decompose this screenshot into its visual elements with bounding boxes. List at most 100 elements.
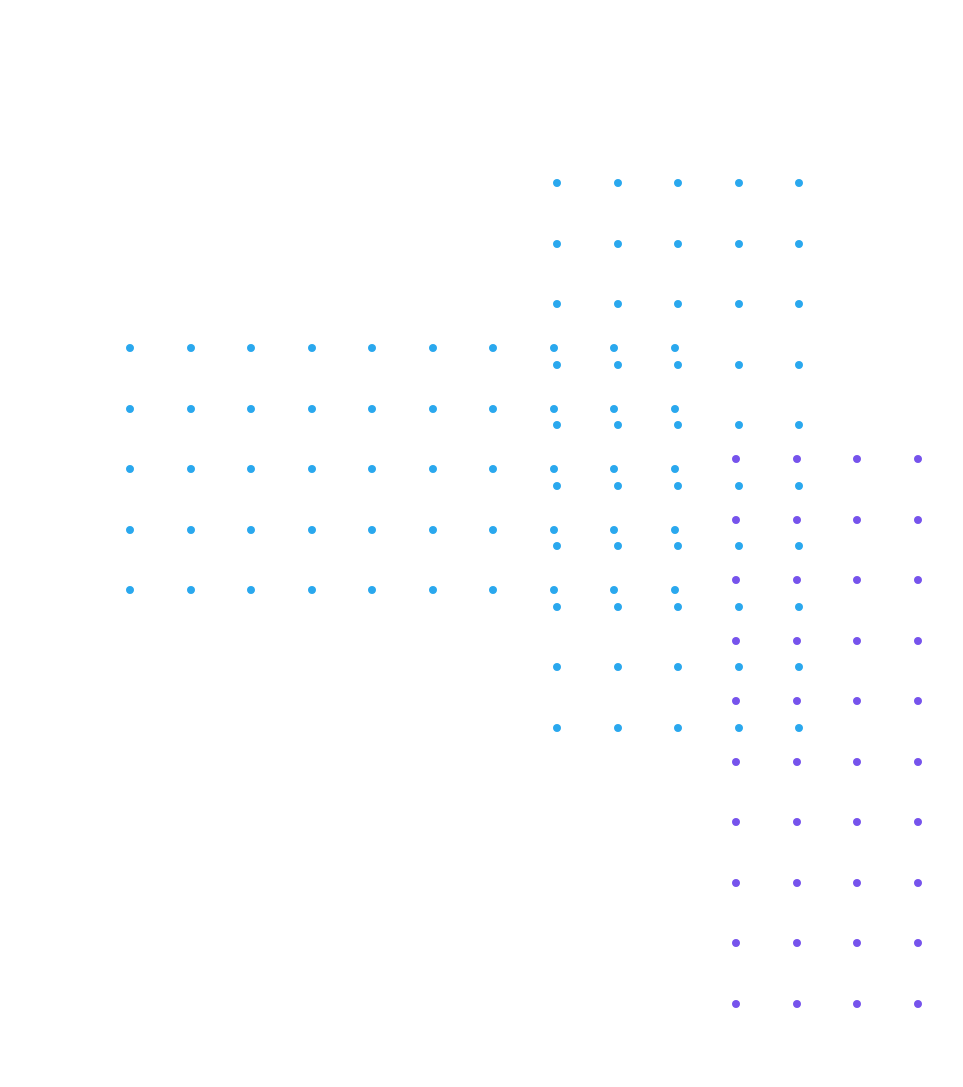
- blue-dot-grid-right-dot: [734, 663, 743, 671]
- blue-dot-grid-right-dot: [553, 239, 561, 248]
- blue-dot-grid-right-dot: [734, 481, 743, 490]
- blue-dot-grid-left-dot: [428, 404, 437, 413]
- purple-dot-grid-dot: [792, 999, 801, 1008]
- blue-dot-grid-right-dot: [674, 542, 682, 550]
- purple-dot-grid-dot: [732, 818, 740, 826]
- blue-dot-grid-left-dot: [428, 465, 437, 473]
- purple-dot-grid-dot: [732, 515, 740, 524]
- blue-dot-grid-left-dot: [247, 465, 255, 473]
- purple-dot-grid-dot: [792, 878, 801, 887]
- purple-dot-grid-dot: [732, 455, 740, 463]
- purple-dot-grid-dot: [732, 999, 740, 1008]
- blue-dot-grid-left-dot: [670, 344, 679, 352]
- blue-dot-grid-right-dot: [674, 481, 682, 490]
- blue-dot-grid-right-dot: [613, 723, 622, 732]
- purple-dot-grid-dot: [913, 515, 922, 524]
- blue-dot-grid-right-dot: [613, 421, 622, 429]
- blue-dot-grid-left-dot: [610, 465, 618, 473]
- blue-dot-grid-right-dot: [553, 360, 561, 369]
- purple-dot-grid-dot: [792, 636, 801, 645]
- blue-dot-grid-right-dot: [795, 300, 803, 308]
- blue-dot-grid-right-dot: [795, 421, 803, 429]
- purple-dot-grid-dot: [913, 878, 922, 887]
- blue-dot-grid-left-dot: [549, 586, 558, 594]
- blue-dot-grid-left-dot: [489, 344, 497, 352]
- purple-dot-grid-dot: [732, 939, 740, 947]
- purple-dot-grid-dot: [913, 576, 922, 584]
- blue-dot-grid-right-dot: [613, 542, 622, 550]
- blue-dot-grid-left-dot: [307, 465, 316, 473]
- blue-dot-grid-right-dot: [674, 602, 682, 611]
- purple-dot-grid-dot: [792, 697, 801, 705]
- blue-dot-grid-right-dot: [734, 542, 743, 550]
- blue-dot-grid-left-dot: [186, 465, 195, 473]
- blue-dot-grid-left-dot: [610, 344, 618, 352]
- blue-dot-grid-left-dot: [610, 404, 618, 413]
- purple-dot-grid-dot: [853, 515, 861, 524]
- blue-dot-grid-left-dot: [126, 344, 134, 352]
- blue-dot-grid-right-dot: [553, 663, 561, 671]
- blue-dot-grid-left-dot: [489, 586, 497, 594]
- purple-dot-grid-dot: [913, 999, 922, 1008]
- purple-dot-grid-dot: [853, 697, 861, 705]
- blue-dot-grid-right-dot: [674, 360, 682, 369]
- blue-dot-grid-right-dot: [734, 421, 743, 429]
- blue-dot-grid-right-dot: [795, 481, 803, 490]
- blue-dot-grid-left-dot: [428, 586, 437, 594]
- blue-dot-grid-left-dot: [428, 344, 437, 352]
- blue-dot-grid-right-dot: [795, 239, 803, 248]
- purple-dot-grid-dot: [913, 455, 922, 463]
- purple-dot-grid-dot: [853, 939, 861, 947]
- blue-dot-grid-right-dot: [795, 542, 803, 550]
- blue-dot-grid-left-dot: [549, 525, 558, 534]
- blue-dot-grid-right-dot: [734, 360, 743, 369]
- blue-dot-grid-right-dot: [734, 179, 743, 187]
- blue-dot-grid-right-dot: [613, 300, 622, 308]
- purple-dot-grid-dot: [792, 818, 801, 826]
- purple-dot-grid-dot: [732, 697, 740, 705]
- blue-dot-grid-left-dot: [368, 404, 376, 413]
- blue-dot-grid-left-dot: [489, 525, 497, 534]
- blue-dot-grid-right-dot: [674, 421, 682, 429]
- blue-dot-grid-right-dot: [553, 300, 561, 308]
- blue-dot-grid-right-dot: [674, 663, 682, 671]
- blue-dot-grid-left-dot: [307, 344, 316, 352]
- blue-dot-grid-left-dot: [307, 586, 316, 594]
- blue-dot-grid-left-dot: [247, 344, 255, 352]
- blue-dot-grid-right-dot: [734, 239, 743, 248]
- blue-dot-grid-right-dot: [553, 421, 561, 429]
- blue-dot-grid-left-dot: [610, 586, 618, 594]
- blue-dot-grid-right-dot: [613, 481, 622, 490]
- purple-dot-grid-dot: [853, 818, 861, 826]
- blue-dot-grid-left-dot: [126, 404, 134, 413]
- blue-dot-grid-right-dot: [734, 723, 743, 732]
- purple-dot-grid-dot: [853, 757, 861, 766]
- purple-dot-grid-dot: [732, 636, 740, 645]
- blue-dot-grid-left-dot: [549, 465, 558, 473]
- blue-dot-grid-left-dot: [126, 465, 134, 473]
- blue-dot-grid-left-dot: [670, 465, 679, 473]
- blue-dot-grid-right-dot: [553, 481, 561, 490]
- purple-dot-grid-dot: [913, 636, 922, 645]
- purple-dot-grid-dot: [913, 939, 922, 947]
- purple-dot-grid-dot: [853, 878, 861, 887]
- blue-dot-grid-left-dot: [186, 525, 195, 534]
- blue-dot-grid-right-dot: [734, 602, 743, 611]
- blue-dot-grid-right-dot: [613, 602, 622, 611]
- purple-dot-grid-dot: [853, 999, 861, 1008]
- blue-dot-grid-left-dot: [126, 586, 134, 594]
- blue-dot-grid-right-dot: [795, 360, 803, 369]
- blue-dot-grid-left-dot: [247, 525, 255, 534]
- blue-dot-grid-right-dot: [613, 179, 622, 187]
- blue-dot-grid-left-dot: [489, 404, 497, 413]
- blue-dot-grid-left-dot: [126, 525, 134, 534]
- blue-dot-grid-left-dot: [670, 404, 679, 413]
- blue-dot-grid-left-dot: [368, 586, 376, 594]
- purple-dot-grid-dot: [792, 757, 801, 766]
- purple-dot-grid-dot: [792, 576, 801, 584]
- blue-dot-grid-right-dot: [674, 239, 682, 248]
- blue-dot-grid-left-dot: [368, 465, 376, 473]
- blue-dot-grid-right-dot: [674, 179, 682, 187]
- blue-dot-grid-left-dot: [368, 525, 376, 534]
